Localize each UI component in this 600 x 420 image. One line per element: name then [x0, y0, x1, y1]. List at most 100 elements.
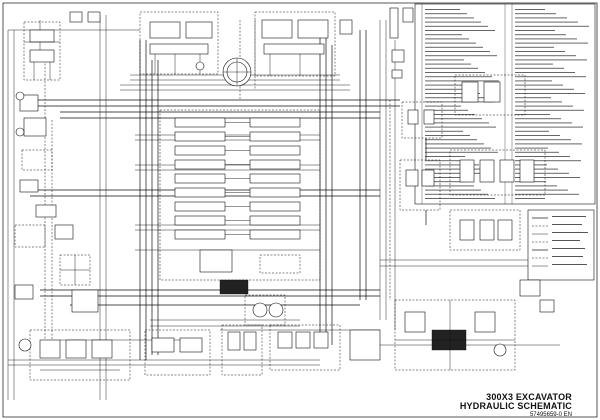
legend-row-rule — [515, 63, 553, 65]
line-type-legend — [527, 209, 595, 281]
legend-row-rule — [425, 51, 490, 52]
bottom-pilot-valves — [144, 324, 381, 376]
top-right-valve-block — [254, 11, 353, 77]
valve-spool-section — [249, 201, 301, 212]
legend-row-rule — [425, 72, 485, 73]
legend-row-rule — [425, 156, 465, 157]
legend-row-rule — [515, 177, 580, 178]
legend-row-rule — [425, 143, 484, 145]
swing-motor — [222, 57, 252, 87]
valve-spool-section — [249, 159, 301, 170]
legend-row-rule — [425, 38, 469, 40]
legend-row-rule — [515, 59, 587, 61]
top-right-small-components — [389, 7, 414, 79]
legend-row-rule — [515, 168, 558, 170]
legend-row-rule — [515, 105, 573, 107]
legend-row-rule — [425, 177, 460, 178]
legend-row-rule — [425, 42, 476, 44]
legend-row-rule — [425, 151, 498, 153]
right-pilot-circuits — [399, 74, 546, 251]
legend-row-rule — [425, 126, 496, 128]
main-control-valve — [159, 109, 321, 295]
valve-spool-section — [249, 173, 301, 184]
valve-spool-section — [249, 187, 301, 198]
legend-row-rule — [515, 114, 550, 115]
model-title: 300X3 EXCAVATOR — [486, 391, 572, 402]
legend-row-rule — [515, 126, 583, 128]
legend-row-rule — [515, 160, 581, 162]
legend-row-rule — [515, 156, 570, 157]
left-side-components — [14, 91, 99, 313]
legend-row-rule — [515, 55, 576, 57]
legend-row-rule — [425, 135, 470, 136]
legend-row-rule — [425, 17, 474, 19]
valve-spool-section — [174, 229, 226, 240]
legend-row-rule — [425, 114, 475, 115]
legend-row-rule — [425, 185, 474, 187]
legend-row-rule — [425, 130, 463, 132]
legend-row-rule — [515, 17, 567, 19]
legend-row-rule — [515, 21, 578, 23]
legend-row-rule — [425, 198, 495, 199]
legend-row-rule — [425, 147, 491, 149]
valve-spool-section — [174, 145, 226, 156]
legend-row-rule — [515, 42, 588, 44]
legend-row-rule — [425, 55, 497, 57]
legend-row-rule — [515, 46, 554, 48]
legend-row-rule — [425, 101, 494, 103]
legend-row-rule — [515, 97, 551, 99]
legend-row-rule — [425, 59, 464, 61]
legend-row-rule — [425, 172, 493, 174]
valve-spool-section — [249, 145, 301, 156]
valve-spool-section — [249, 131, 301, 142]
legend-row-rule — [425, 84, 466, 86]
legend-row-rule — [515, 93, 585, 94]
valve-spool-section — [174, 159, 226, 170]
legend-row-rule — [425, 30, 495, 31]
legend-row-rule — [515, 76, 586, 78]
legend-row-rule — [515, 135, 560, 136]
legend-row-rule — [515, 13, 556, 15]
legend-row-rule — [425, 189, 481, 191]
valve-spool-section — [249, 117, 301, 128]
legend-row-rule — [515, 88, 574, 90]
valve-spool-section — [174, 215, 226, 226]
legend-row-rule — [425, 9, 460, 10]
legend-row-rule — [425, 193, 488, 195]
legend-row-rule — [515, 84, 563, 86]
legend-row-rule — [515, 51, 565, 52]
legend-row-rule — [425, 181, 467, 183]
valve-spool-section — [174, 131, 226, 142]
valve-spool-section — [249, 229, 301, 240]
valve-spool-section — [174, 173, 226, 184]
legend-row-rule — [425, 34, 462, 36]
legend-row-rule — [515, 118, 561, 120]
legend-row-rule — [515, 122, 572, 124]
legend-row-rule — [515, 72, 575, 73]
legend-row-rule — [515, 147, 548, 149]
legend-row-rule — [515, 80, 552, 82]
legend-row-rule — [425, 63, 471, 65]
legend-row-rule — [425, 139, 477, 141]
legend-row-rule — [515, 193, 579, 195]
bottom-right-swing-group — [394, 279, 555, 371]
legend-row-rule — [515, 30, 555, 31]
legend-row-rule — [425, 160, 472, 162]
top-left-valve-block — [139, 11, 219, 75]
bottom-left-travel-motors — [18, 329, 131, 381]
valve-spool-section — [174, 187, 226, 198]
legend-row-rule — [425, 21, 481, 23]
legend-row-rule — [425, 164, 479, 166]
legend-row-rule — [425, 88, 473, 90]
legend-row-rule — [425, 122, 489, 124]
legend-row-rule — [515, 38, 577, 40]
legend-row-rule — [515, 101, 562, 103]
legend-row-rule — [425, 97, 487, 99]
legend-row-rule — [425, 118, 482, 120]
legend-row-rule — [425, 168, 486, 170]
valve-spool-section — [174, 117, 226, 128]
legend-row-rule — [425, 109, 468, 111]
